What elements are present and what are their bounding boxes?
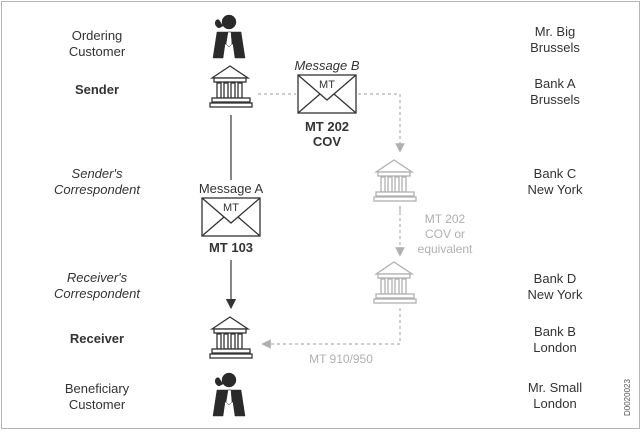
message-a-caption: Message A xyxy=(198,181,264,196)
beneficiary-customer-person-icon xyxy=(212,372,246,417)
bank-d-to-receiver-dashed-arrow xyxy=(261,308,401,349)
bank-b-label: Bank B London xyxy=(533,324,577,355)
mr-small-label: Mr. Small London xyxy=(527,380,583,411)
receiver-bank-icon xyxy=(209,316,253,359)
ordering-customer-person-icon xyxy=(212,14,246,59)
mr-big-label: Mr. Big Brussels xyxy=(530,24,580,55)
bank-d-icon xyxy=(373,261,417,304)
beneficiary-customer-label: Beneficiary Customer xyxy=(64,381,130,412)
senders-correspondent-label: Sender's Correspondent xyxy=(54,166,140,197)
bank-c-icon xyxy=(373,159,417,202)
sender-bank-icon xyxy=(209,65,253,108)
sender-label: Sender xyxy=(74,82,120,97)
bank-d-label: Bank D New York xyxy=(527,271,583,302)
confirmation-note: MT 910/950 xyxy=(309,352,373,366)
receivers-correspondent-label: Receiver's Correspondent xyxy=(54,270,140,301)
message-b-to-bank-c-dashed-arrow xyxy=(358,93,405,153)
message-b-caption: Message B xyxy=(294,58,360,73)
message-a-envelope-text: MT xyxy=(223,202,239,214)
message-b-envelope-icon xyxy=(297,74,357,114)
message-a-type: MT 103 xyxy=(208,240,254,255)
document-code: D0020023 xyxy=(623,379,632,416)
message-b-type: MT 202 COV xyxy=(304,119,350,149)
ordering-customer-label: Ordering Customer xyxy=(68,28,126,59)
bank-a-label: Bank A Brussels xyxy=(530,76,580,107)
message-b-envelope-text: MT xyxy=(319,79,335,91)
bank-c-label: Bank C New York xyxy=(527,166,583,197)
message-a-envelope-icon xyxy=(201,197,261,237)
cov-note: MT 202 COV or equivalent xyxy=(417,212,473,256)
receiver-label: Receiver xyxy=(69,331,125,346)
